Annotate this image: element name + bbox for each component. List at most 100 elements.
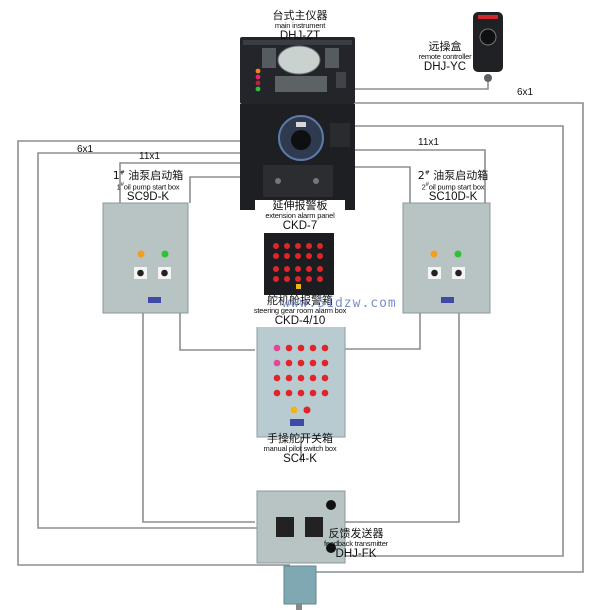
alarm-lamp bbox=[309, 374, 317, 382]
alarm-lamp bbox=[295, 266, 301, 272]
pump-box-1 bbox=[102, 202, 189, 314]
cable-pump1-manual bbox=[142, 313, 255, 523]
extension-alarm-panel bbox=[264, 233, 334, 295]
ext-alarm-cn: 延伸报警板 bbox=[272, 199, 328, 212]
alarm-lamp bbox=[297, 374, 305, 382]
remote-cn: 远操盒 bbox=[428, 40, 462, 53]
alarm-lamp bbox=[273, 374, 281, 382]
alarm-lamp bbox=[273, 344, 281, 352]
alarm-lamp bbox=[273, 243, 279, 249]
hash-mark: # bbox=[425, 182, 429, 188]
cable-main-pump2 bbox=[355, 166, 411, 203]
remote-controller bbox=[473, 12, 503, 82]
cable-right-feedback bbox=[312, 125, 564, 557]
alarm-lamp bbox=[309, 344, 317, 352]
feedback-model: DHJ-FK bbox=[335, 547, 377, 560]
alarm-lamp bbox=[273, 276, 279, 282]
hash-mark: # bbox=[424, 169, 430, 177]
cable-6x1-right bbox=[312, 102, 584, 573]
pump1-en: oil pump start box bbox=[123, 182, 180, 192]
cable-label-6x1-right: 6x1 bbox=[517, 87, 534, 98]
room-alarm-en: steering gear room alarm box bbox=[253, 306, 347, 315]
alarm-lamp bbox=[309, 389, 317, 397]
alarm-lamp bbox=[306, 253, 312, 259]
hash-mark: # bbox=[119, 169, 125, 177]
alarm-lamp bbox=[309, 359, 317, 367]
alarm-lamp bbox=[284, 243, 290, 249]
alarm-lamp bbox=[306, 243, 312, 249]
alarm-lamp bbox=[297, 344, 305, 352]
watermark: www.51dzw.com bbox=[282, 296, 397, 311]
alarm-lamp bbox=[284, 266, 290, 272]
alarm-lamp bbox=[297, 389, 305, 397]
cable-11x1-left bbox=[119, 162, 240, 203]
alarm-lamp bbox=[295, 253, 301, 259]
alarm-lamp bbox=[273, 266, 279, 272]
main-instrument bbox=[240, 37, 355, 210]
alarm-lamp bbox=[285, 389, 293, 397]
label-extension-alarm: 延伸报警板 extension alarm panel CKD-7 bbox=[255, 200, 345, 232]
cable-label-6x1-left: 6x1 bbox=[77, 144, 94, 155]
label-remote-controller: 远操盒 remote controller DHJ-YC bbox=[405, 41, 485, 73]
alarm-lamp bbox=[317, 243, 323, 249]
pump2-cn: 油泵启动箱 bbox=[433, 169, 489, 182]
alarm-lamp bbox=[295, 243, 301, 249]
feedback-cn: 反馈发送器 bbox=[328, 527, 384, 540]
hash-mark: # bbox=[120, 182, 124, 188]
pump1-cn: 油泵启动箱 bbox=[128, 169, 184, 182]
alarm-lamp bbox=[306, 266, 312, 272]
pump1-number: 1 bbox=[112, 169, 120, 182]
alarm-button bbox=[296, 284, 301, 289]
ext-alarm-en: extension alarm panel bbox=[265, 211, 335, 220]
ext-alarm-model: CKD-7 bbox=[282, 219, 318, 232]
alarm-lamp bbox=[321, 344, 329, 352]
alarm-lamp bbox=[285, 374, 293, 382]
pump2-number: 2 bbox=[417, 169, 425, 182]
cable-pump2-alarm bbox=[345, 313, 421, 350]
alarm-lamp bbox=[284, 253, 290, 259]
alarm-lamp bbox=[306, 276, 312, 282]
cable-main-pump1 bbox=[189, 176, 240, 203]
label-pump-box-2: 2# 油泵启动箱 2#oil pump start box SC10D-K bbox=[412, 170, 494, 204]
main-instrument-en: main instrument bbox=[274, 21, 326, 30]
pump2-en: oil pump start box bbox=[428, 182, 485, 192]
cable-label-11x1-left: 11x1 bbox=[139, 151, 160, 162]
alarm-lamp bbox=[295, 276, 301, 282]
cable-label-11x1-right: 11x1 bbox=[418, 137, 439, 148]
pump1-number-en: 1 bbox=[116, 182, 121, 192]
remote-model: DHJ-YC bbox=[423, 60, 467, 73]
cable-pump2-manual bbox=[345, 313, 460, 523]
label-room-alarm: 舵机舱报警箱 steering gear room alarm box CKD-… bbox=[250, 295, 350, 327]
alarm-lamp bbox=[273, 389, 281, 397]
alarm-lamp bbox=[285, 344, 293, 352]
manual-model: SC4-K bbox=[283, 452, 317, 465]
room-alarm-box bbox=[256, 322, 346, 438]
alarm-lamp bbox=[321, 389, 329, 397]
alarm-lamp bbox=[273, 253, 279, 259]
alarm-lamp bbox=[321, 374, 329, 382]
alarm-lamp bbox=[284, 276, 290, 282]
alarm-lamp bbox=[297, 359, 305, 367]
pump1-model: SC9D-K bbox=[126, 191, 170, 203]
main-instrument-model: DHJ-ZT bbox=[279, 29, 321, 42]
main-instrument-cn: 台式主仪器 bbox=[272, 9, 328, 22]
room-alarm-cn: 舵机舱报警箱 bbox=[267, 294, 333, 307]
feedback-en: feedback transmitter bbox=[324, 539, 388, 548]
manual-switch-box bbox=[256, 490, 346, 564]
cable-remote-main bbox=[355, 82, 489, 90]
alarm-lamp bbox=[317, 266, 323, 272]
pump2-number-en: 2 bbox=[421, 182, 426, 192]
label-manual-switch: 手操舵开关箱 manual pilot switch box SC4-K bbox=[255, 433, 345, 465]
indicator-lamp bbox=[290, 406, 298, 414]
remote-en: remote controller bbox=[418, 52, 472, 61]
cable-11x1-right bbox=[355, 149, 486, 203]
cable-6x1-left bbox=[37, 152, 265, 529]
pump2-model: SC10D-K bbox=[428, 191, 478, 203]
label-feedback: 反馈发送器 feedback transmitter DHJ-FK bbox=[316, 528, 396, 560]
label-pump-box-1: 1# 油泵启动箱 1#oil pump start box SC9D-K bbox=[108, 170, 188, 204]
alarm-lamp bbox=[317, 253, 323, 259]
manual-en: manual pilot switch box bbox=[263, 444, 337, 453]
alarm-lamp bbox=[273, 359, 281, 367]
alarm-lamp bbox=[285, 359, 293, 367]
